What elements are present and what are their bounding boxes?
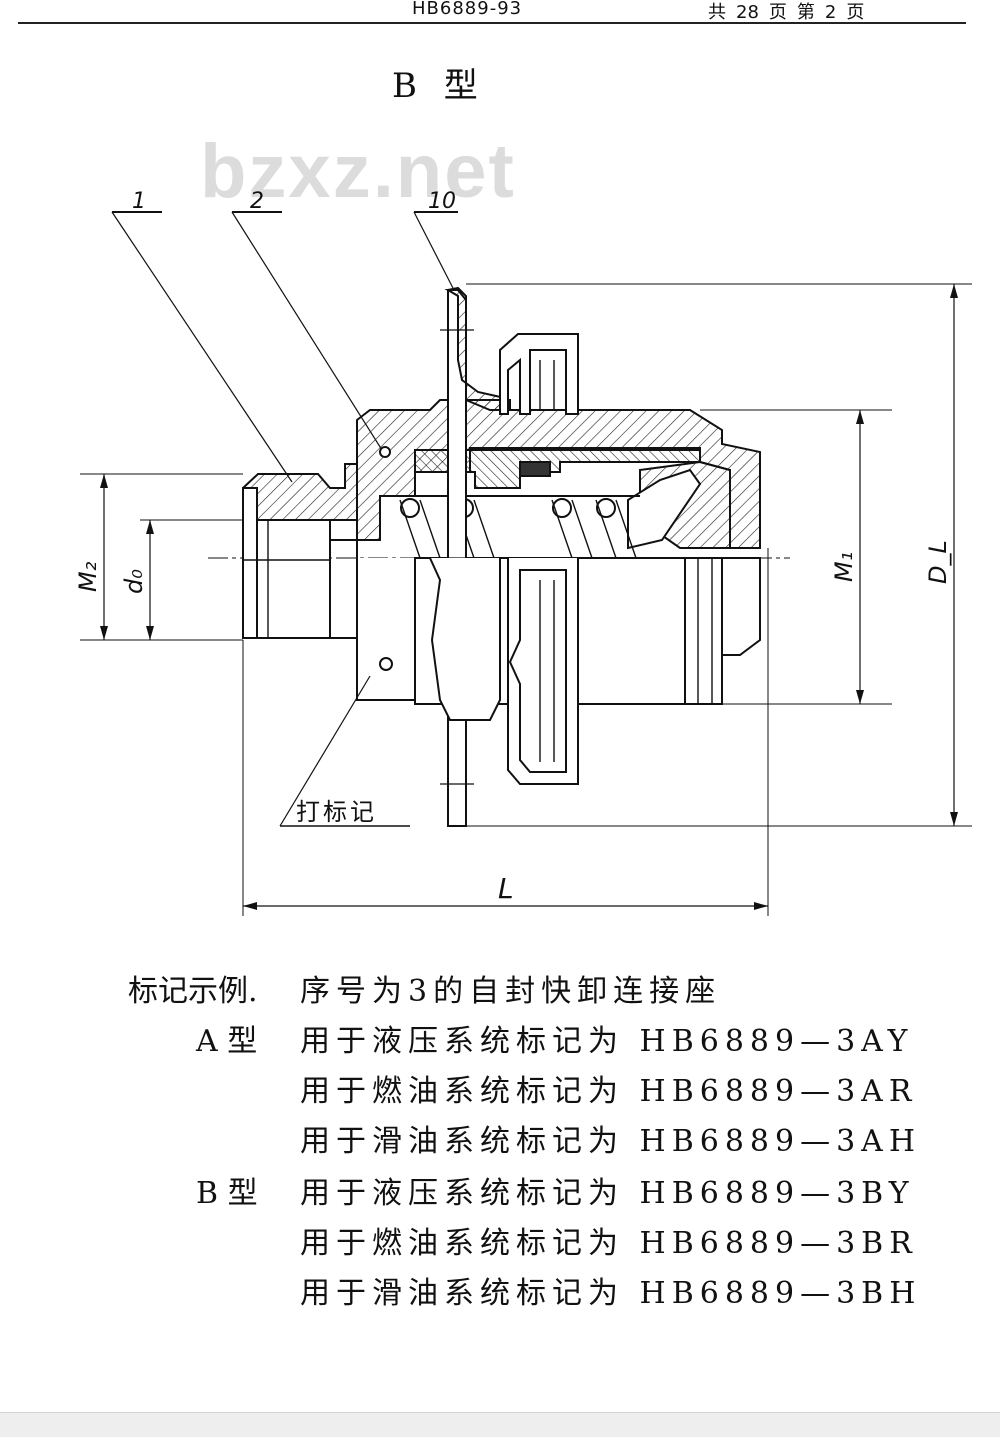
- dimension-arrows: [100, 284, 958, 910]
- standard-code: HB6889-93: [412, 0, 523, 19]
- dim-label-l: L: [498, 872, 514, 905]
- spring-coils: [380, 495, 640, 559]
- dim-label-m1: M₁: [830, 552, 858, 582]
- assembly-outline: [80, 211, 972, 916]
- type-a-line-3: 用于滑油系统标记为 HB6889—3AH: [300, 1124, 922, 1159]
- housing-lower-right: [685, 557, 723, 705]
- nipple-section: [242, 463, 358, 521]
- dim-label-m2: M₂: [74, 561, 102, 592]
- current-page: 2: [824, 2, 837, 23]
- housing-lower: [356, 558, 416, 701]
- housing-lower-flange: [722, 557, 761, 656]
- spring-lower: [429, 557, 501, 721]
- watermark: bzxz.net: [200, 129, 516, 214]
- clip-lower-inner: [508, 569, 567, 773]
- leader-label-10: 10: [428, 189, 456, 214]
- seal-ring: [519, 461, 551, 477]
- type-a-line-2: 用于燃油系统标记为 HB6889—3AR: [300, 1074, 918, 1109]
- type-b-line-2: 用于燃油系统标记为 HB6889—3BR: [300, 1226, 918, 1261]
- page-unit: 页: [768, 2, 787, 23]
- leader-1: [111, 211, 293, 483]
- marking-leader: [279, 675, 371, 827]
- technical-drawing: 1 2 10 打标记 M₂ d₀ M₁ D_L L: [74, 189, 972, 916]
- nipple-body: [256, 519, 331, 639]
- leader-label-2: 2: [250, 189, 264, 214]
- type-a-line-1: 用于液压系统标记为 HB6889—3AY: [300, 1024, 914, 1059]
- drawing-title: B 型: [392, 66, 486, 106]
- type-a-label: A 型: [196, 1024, 258, 1059]
- example-label: 标记示例.: [128, 974, 258, 1009]
- nipple-lower: [330, 539, 358, 639]
- dim-label-dl: D_L: [924, 540, 952, 584]
- rivet-lower: [379, 657, 393, 671]
- current-unit: 页: [846, 2, 865, 23]
- example-text: 序号为3的自封快卸连接座: [300, 974, 722, 1009]
- leader-label-1: 1: [132, 189, 146, 214]
- leader-10: [413, 211, 456, 293]
- type-b-line-3: 用于滑油系统标记为 HB6889—3BH: [300, 1276, 922, 1311]
- nipple-chamfer: [242, 487, 258, 639]
- dim-label-d0: d₀: [120, 569, 148, 594]
- header-rule: [18, 22, 966, 24]
- marking-label: 打标记: [296, 798, 377, 826]
- type-b-line-1: 用于液压系统标记为 HB6889—3BY: [300, 1176, 915, 1211]
- total-prefix: 共: [708, 2, 726, 23]
- rivet-upper: [379, 446, 391, 458]
- retaining-clip: [499, 333, 579, 415]
- valve-seat: [627, 468, 702, 550]
- leader-2: [231, 211, 383, 451]
- page-bottom-edge: [0, 1412, 1000, 1437]
- total-pages: 28: [736, 2, 759, 23]
- type-b-label: B 型: [196, 1176, 258, 1211]
- current-prefix: 第: [796, 2, 815, 23]
